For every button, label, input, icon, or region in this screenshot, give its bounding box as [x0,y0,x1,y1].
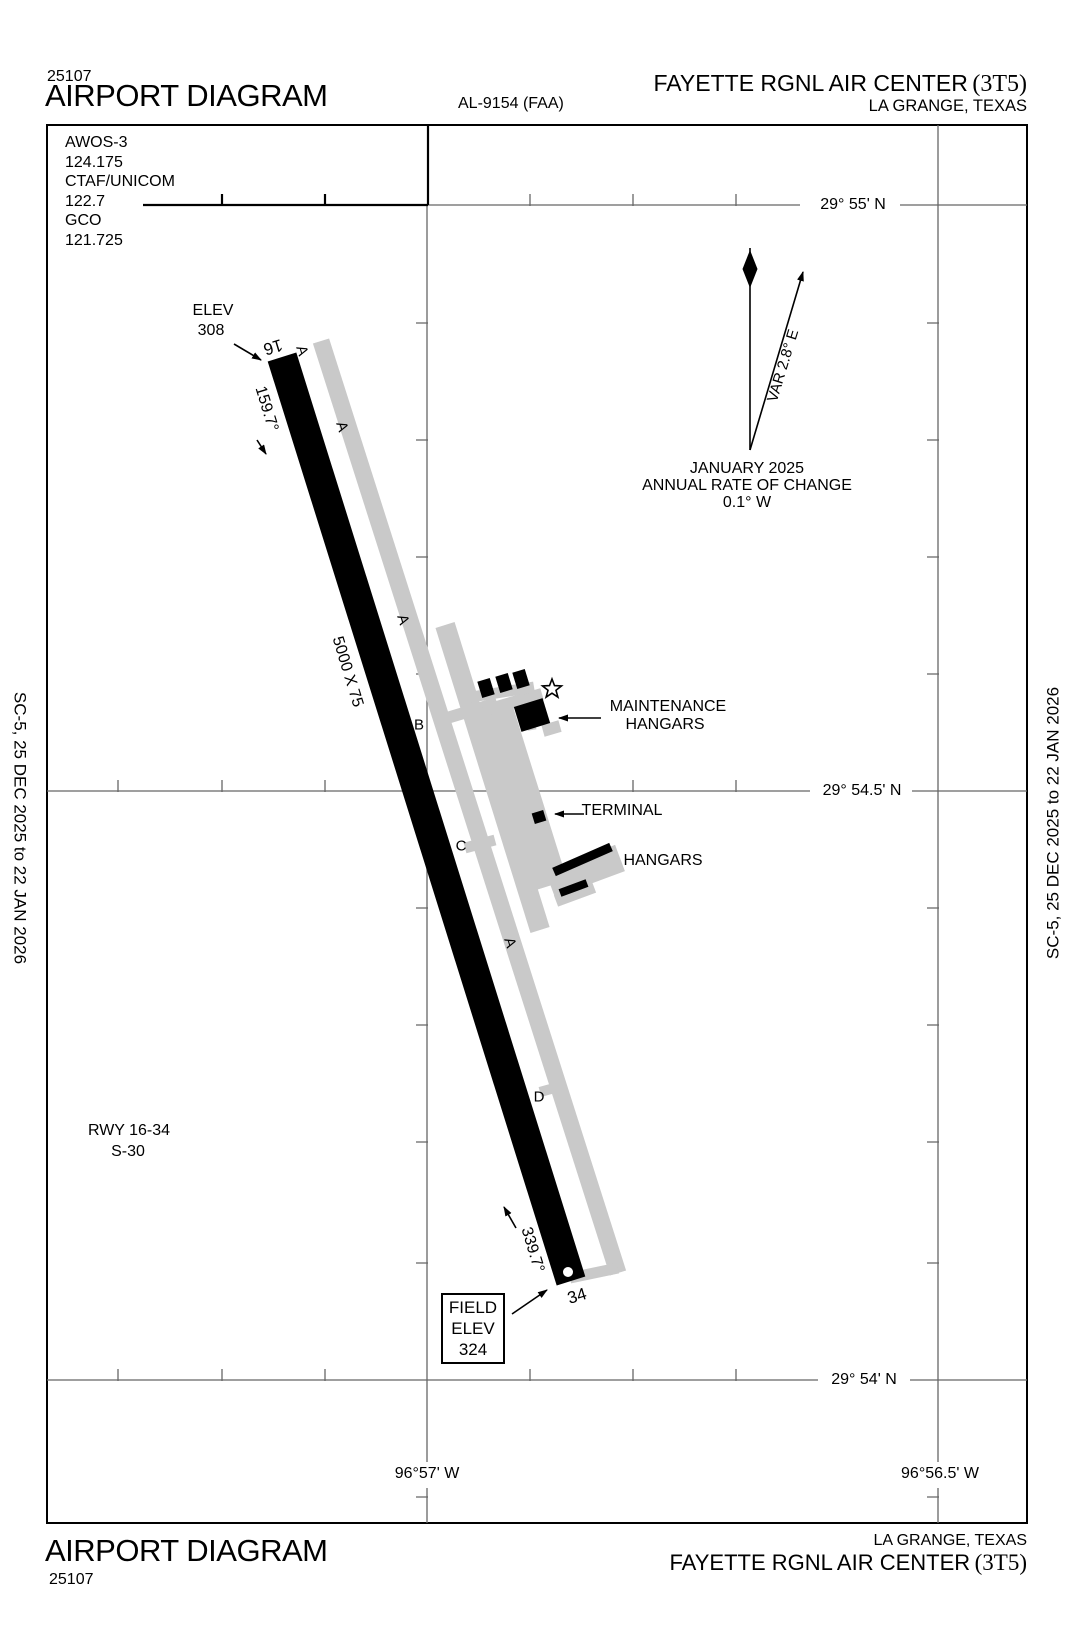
buildings [477,668,613,897]
lon-label-96-565: 96°56.5' W [901,1465,979,1483]
hangar-access-stub [488,688,544,715]
field-elev-line: FIELD [448,1298,498,1317]
taxiway-b-stub [435,697,499,727]
comm-line: AWOS-3 [65,134,128,151]
lat-label-29-55: 29° 55' N [820,196,886,214]
airport-name-bottom: FAYETTE RGNL AIR CENTER [669,1550,971,1575]
maintenance-pad [541,720,562,737]
annual-rate-value: 0.1° W [722,494,772,512]
taxiway-c-label: C [455,837,467,855]
lon-label-96-57: 96°57' W [394,1465,460,1483]
rwy16-elev-label: ELEV [192,302,234,320]
chart-number-top: 25107 [47,68,92,85]
field-elev-line: 324 [458,1340,488,1359]
airport-location-bottom: LA GRANGE, TEXAS [873,1532,1027,1549]
runway-designation: RWY 16-34 [87,1122,171,1140]
lat-label-29-545: 29° 54.5' N [822,782,902,800]
airport-title-top: FAYETTE RGNL AIR CENTER (3T5) [654,70,1028,98]
airport-title-bottom: FAYETTE RGNL AIR CENTER (3T5) [669,1550,1027,1576]
hangar-row-building-1 [552,842,613,877]
elev-308-arrow [233,343,262,361]
small-hangar-2 [495,672,513,694]
taxiway-end-hook [568,1262,620,1284]
north-indicator [742,248,804,451]
main-apron [462,698,568,896]
lat-label-29-54: 29° 54' N [831,1371,897,1389]
maintenance-hangars-label-line2: HANGARS [625,716,705,734]
field-elev-box: FIELD ELEV 324 [441,1293,505,1364]
hangar-row-building-2 [558,879,589,897]
runway-strength: S-30 [111,1143,145,1161]
small-hangar-1 [477,677,495,699]
annual-rate-label: ANNUAL RATE OF CHANGE [642,477,852,495]
small-hangar-3 [512,668,530,690]
communications-block: AWOS-3 124.175 CTAF/UNICOM 122.7 GCO 121… [65,133,175,250]
variation-date: JANUARY 2025 [689,460,805,478]
taxiways [312,338,627,1284]
map-border [46,124,1028,1524]
field-elev-line: ELEV [451,1319,495,1338]
terminal-building [531,809,547,825]
small-hangars-apron-strip [458,681,535,705]
comm-line: 121.725 [65,231,123,249]
heading-159-arrow [256,439,267,455]
page-title-top: AIRPORT DIAGRAM [45,78,328,113]
taxiway-b-label: B [413,716,425,734]
graticule-lines [47,125,1027,1523]
hangars-label: HANGARS [623,852,703,870]
airport-code-bottom: (3T5) [974,1550,1027,1575]
comm-line: 122.7 [65,192,106,210]
airport-location-top: LA GRANGE, TEXAS [868,97,1027,115]
maintenance-hangar-building [513,698,551,732]
true-north-arrowhead-icon [742,250,758,288]
runway-end-dot [563,1267,573,1277]
taxiway-d-label: D [533,1088,545,1106]
comm-line: GCO [65,212,102,229]
runway-16-34 [267,352,586,1286]
airport-name-top: FAYETTE RGNL AIR CENTER [653,70,968,96]
chart-number-bottom: 25107 [49,1571,94,1588]
comm-line: CTAF/UNICOM [65,173,175,190]
effectivity-left: SC-5, 25 DEC 2025 to 22 JAN 2026 [10,691,30,965]
beacon-star-icon [540,676,564,699]
leader-arrows [233,343,601,1315]
taxiway-c-stub [463,834,497,854]
heading-339-arrow [503,1206,517,1229]
terminal-label: TERMINAL [581,802,663,820]
effectivity-right: SC-5, 25 DEC 2025 to 22 JAN 2026 [1043,686,1063,960]
taxiway-d-stub [538,1082,560,1097]
field-elev-arrow [511,1289,548,1315]
maintenance-hangars-label-line1: MAINTENANCE [609,698,727,716]
south-hangar-apron-1 [545,844,625,898]
magnetic-north-arrow [749,271,804,451]
airport-code-top: (3T5) [972,71,1027,97]
comms-box-border [143,125,430,207]
al-code: AL-9154 (FAA) [458,95,564,112]
taxiway-a [312,338,627,1276]
rwy16-elev-value: 308 [197,322,225,340]
comm-line: 124.175 [65,153,123,171]
page-title-bottom: AIRPORT DIAGRAM [45,1533,328,1568]
